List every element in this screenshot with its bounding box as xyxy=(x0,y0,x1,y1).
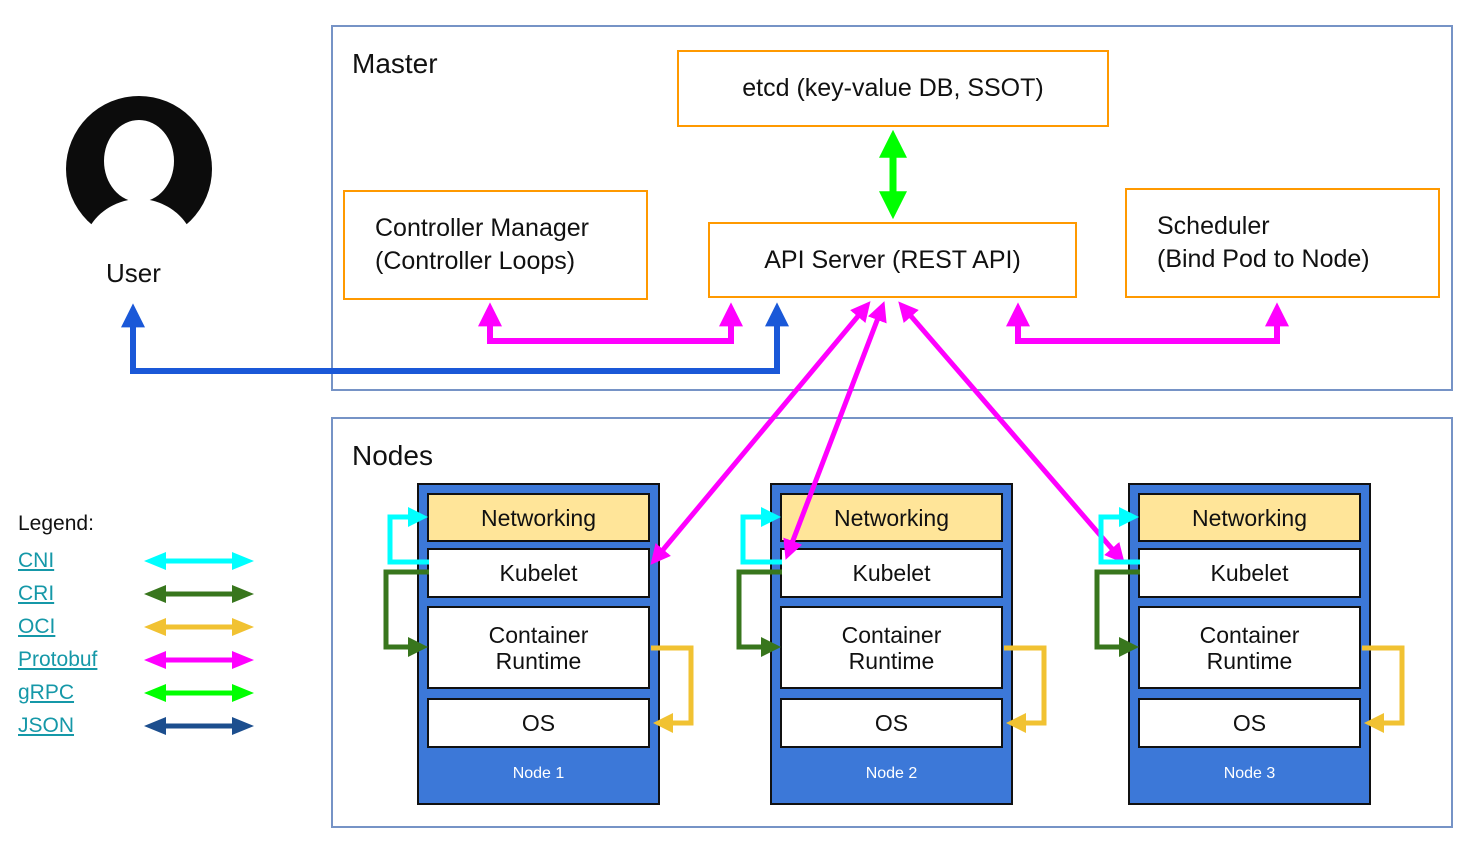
scheduler-box: Scheduler (Bind Pod to Node) xyxy=(1125,188,1440,298)
etcd-label: etcd (key-value DB, SSOT) xyxy=(742,74,1044,102)
node-3-kubelet-label: Kubelet xyxy=(1210,560,1289,586)
legend: Legend: CNI CRI OCI Protobuf xyxy=(18,512,288,742)
node-2-label: Node 2 xyxy=(865,765,918,782)
nodes-section-box xyxy=(331,417,1453,828)
grpc-legend-arrow xyxy=(144,683,254,702)
user-icon xyxy=(64,95,214,252)
json-legend-arrow xyxy=(144,716,254,735)
legend-title: Legend: xyxy=(18,512,94,535)
node-2-os-label: OS xyxy=(874,710,909,736)
node-2-container-runtime-layer: Container Runtime xyxy=(780,606,1003,689)
node-1-label: Node 1 xyxy=(512,765,565,782)
node-3: Networking Kubelet Container Runtime OS … xyxy=(1128,483,1371,805)
api-server-box: API Server (REST API) xyxy=(708,222,1077,298)
legend-row-oci: OCI xyxy=(18,610,288,643)
scheduler-label-line1: Scheduler xyxy=(1157,212,1270,240)
node-3-networking-label: Networking xyxy=(1191,504,1308,531)
api-server-label: API Server (REST API) xyxy=(764,245,1021,274)
master-section-title: Master xyxy=(352,48,438,79)
node-2-networking-layer: Networking xyxy=(780,493,1003,542)
node-1-os-layer: OS xyxy=(427,698,650,748)
legend-link-cni[interactable]: CNI xyxy=(18,548,55,572)
node-2: Networking Kubelet Container Runtime OS … xyxy=(770,483,1013,805)
node-3-label: Node 3 xyxy=(1223,765,1276,782)
legend-row-cni: CNI xyxy=(18,544,288,577)
legend-link-oci[interactable]: OCI xyxy=(18,614,56,638)
legend-link-protobuf[interactable]: Protobuf xyxy=(18,647,98,671)
master-section-box xyxy=(331,25,1453,391)
legend-row-cri: CRI xyxy=(18,577,288,610)
node-1-container-runtime-label: Container Runtime xyxy=(488,621,589,674)
nodes-section-title: Nodes xyxy=(352,440,433,471)
legend-row-grpc: gRPC xyxy=(18,676,288,709)
node-1-kubelet-layer: Kubelet xyxy=(427,548,650,598)
node-1-os-label: OS xyxy=(521,710,556,736)
node-1: Networking Kubelet Container Runtime OS … xyxy=(417,483,660,805)
node-3-kubelet-layer: Kubelet xyxy=(1138,548,1361,598)
node-2-networking-label: Networking xyxy=(833,504,950,531)
cni-legend-arrow xyxy=(144,551,254,570)
oci-legend-arrow xyxy=(144,617,254,636)
cri-legend-arrow xyxy=(144,584,254,603)
node-3-networking-layer: Networking xyxy=(1138,493,1361,542)
node-3-container-runtime-layer: Container Runtime xyxy=(1138,606,1361,689)
legend-row-json: JSON xyxy=(18,709,288,742)
node-3-os-layer: OS xyxy=(1138,698,1361,748)
controller-manager-box: Controller Manager (Controller Loops) xyxy=(343,190,648,300)
legend-link-cri[interactable]: CRI xyxy=(18,581,55,605)
legend-link-grpc[interactable]: gRPC xyxy=(18,680,75,704)
node-3-os-label: OS xyxy=(1232,710,1267,736)
node-1-container-runtime-layer: Container Runtime xyxy=(427,606,650,689)
node-2-os-layer: OS xyxy=(780,698,1003,748)
controller-manager-label-line1: Controller Manager xyxy=(375,214,589,242)
node-1-kubelet-label: Kubelet xyxy=(499,560,578,586)
node-2-kubelet-layer: Kubelet xyxy=(780,548,1003,598)
node-2-container-runtime-label: Container Runtime xyxy=(841,621,942,674)
etcd-box: etcd (key-value DB, SSOT) xyxy=(677,50,1109,127)
user-label: User xyxy=(106,258,161,288)
protobuf-legend-arrow xyxy=(144,650,254,669)
node-3-container-runtime-label: Container Runtime xyxy=(1199,621,1300,674)
scheduler-label-line2: (Bind Pod to Node) xyxy=(1157,245,1370,273)
legend-row-protobuf: Protobuf xyxy=(18,643,288,676)
controller-manager-label-line2: (Controller Loops) xyxy=(375,247,576,275)
node-2-kubelet-label: Kubelet xyxy=(852,560,931,586)
legend-link-json[interactable]: JSON xyxy=(18,713,75,737)
node-1-networking-label: Networking xyxy=(480,504,597,531)
node-1-networking-layer: Networking xyxy=(427,493,650,542)
